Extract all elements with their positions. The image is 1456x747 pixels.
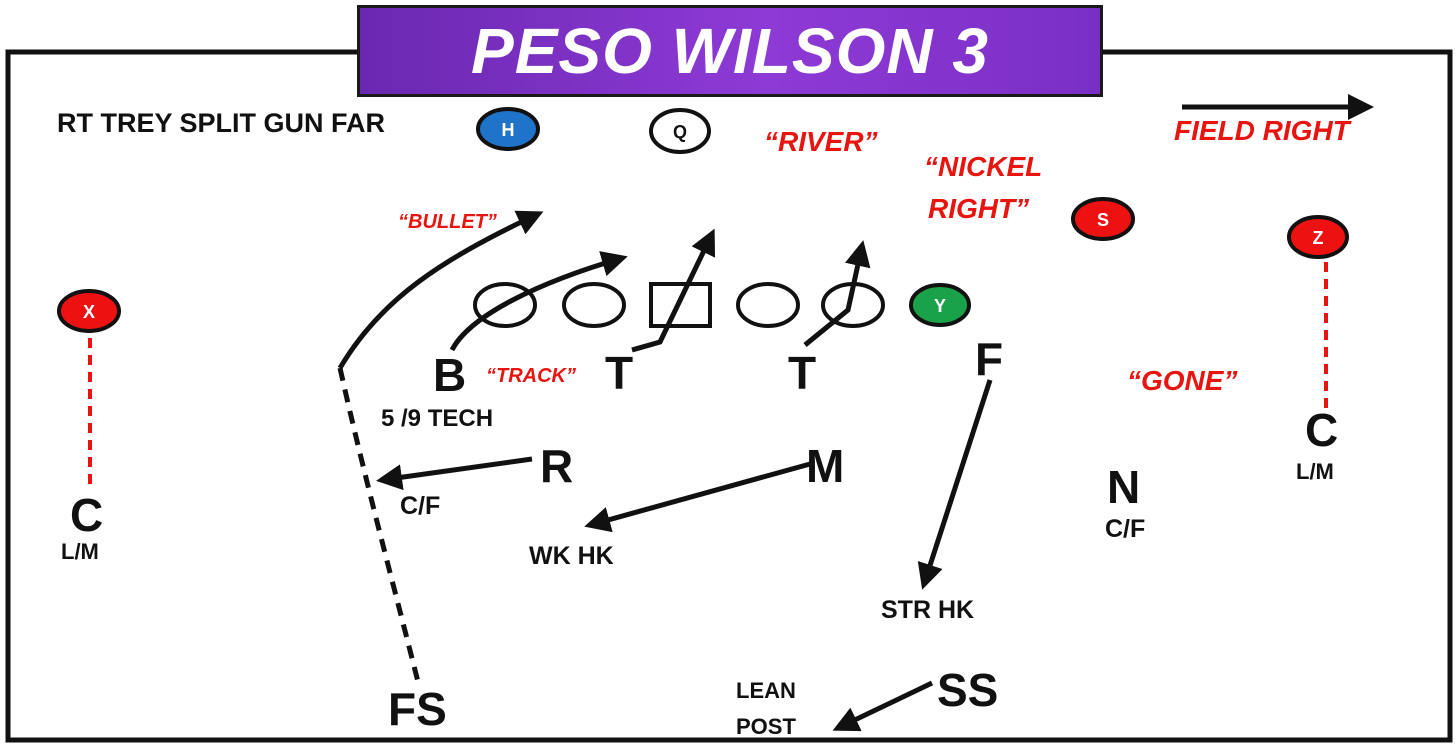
svg-text:Z: Z <box>1313 228 1324 248</box>
defender-fs: FS <box>388 683 447 735</box>
call-track: “TRACK” <box>486 365 576 387</box>
call-nickel-right-line1: “NICKEL <box>924 151 1043 182</box>
title-banner: PESO WILSON 3 <box>357 5 1103 97</box>
t2-path <box>803 240 871 347</box>
player-y: Y <box>909 283 971 327</box>
defender-ss-responsibility-line2: POST <box>736 714 796 739</box>
player-z: Z <box>1287 215 1349 259</box>
defender-t-right: T <box>788 347 817 399</box>
defender-f: F <box>975 333 1004 385</box>
defender-c-left-responsibility: L/M <box>61 539 99 564</box>
defender-m-responsibility: WK HK <box>529 542 614 570</box>
defender-n: N <box>1107 461 1141 513</box>
b-path <box>449 251 628 352</box>
call-nickel-right-line2: RIGHT” <box>928 193 1030 224</box>
player-q: Q <box>649 108 711 154</box>
svg-text:X: X <box>83 302 95 322</box>
defender-n-responsibility: C/F <box>1105 515 1146 543</box>
defender-m: M <box>806 440 845 492</box>
ss-path <box>832 680 934 732</box>
play-title: PESO WILSON 3 <box>471 15 989 87</box>
defender-ss-responsibility-line1: LEAN <box>736 678 796 703</box>
player-x: X <box>57 289 121 333</box>
formation-label: RT TREY SPLIT GUN FAR <box>57 108 386 138</box>
defender-c-right: C <box>1305 404 1339 456</box>
defender-b-technique: 5 /9 TECH <box>381 405 494 432</box>
fs-path <box>337 367 421 683</box>
bullet-path <box>337 210 544 370</box>
svg-text:Q: Q <box>673 122 687 142</box>
defender-c-left: C <box>70 489 104 541</box>
defender-c-right-responsibility: L/M <box>1296 459 1334 484</box>
defender-r-responsibility: C/F <box>400 492 441 520</box>
svg-text:S: S <box>1097 210 1109 230</box>
m-path <box>584 461 811 533</box>
defender-ss: SS <box>937 664 999 716</box>
defender-r: R <box>540 440 574 492</box>
t1-path <box>631 228 716 353</box>
call-bullet: “BULLET” <box>398 211 497 233</box>
lineman-right-guard <box>736 282 800 328</box>
player-h: H <box>476 107 540 151</box>
r-path <box>376 456 533 491</box>
svg-text:Y: Y <box>934 296 946 316</box>
defender-b: B <box>433 349 467 401</box>
field-direction-label: FIELD RIGHT <box>1174 115 1350 146</box>
defender-t-left: T <box>605 347 634 399</box>
field-border <box>5 49 1453 743</box>
svg-text:H: H <box>502 120 515 140</box>
f-path <box>917 379 993 590</box>
call-river: “RIVER” <box>764 126 878 157</box>
call-gone: “GONE” <box>1127 365 1238 396</box>
player-s: S <box>1071 197 1135 241</box>
defender-f-responsibility: STR HK <box>881 596 975 624</box>
lineman-left-guard <box>562 282 626 328</box>
